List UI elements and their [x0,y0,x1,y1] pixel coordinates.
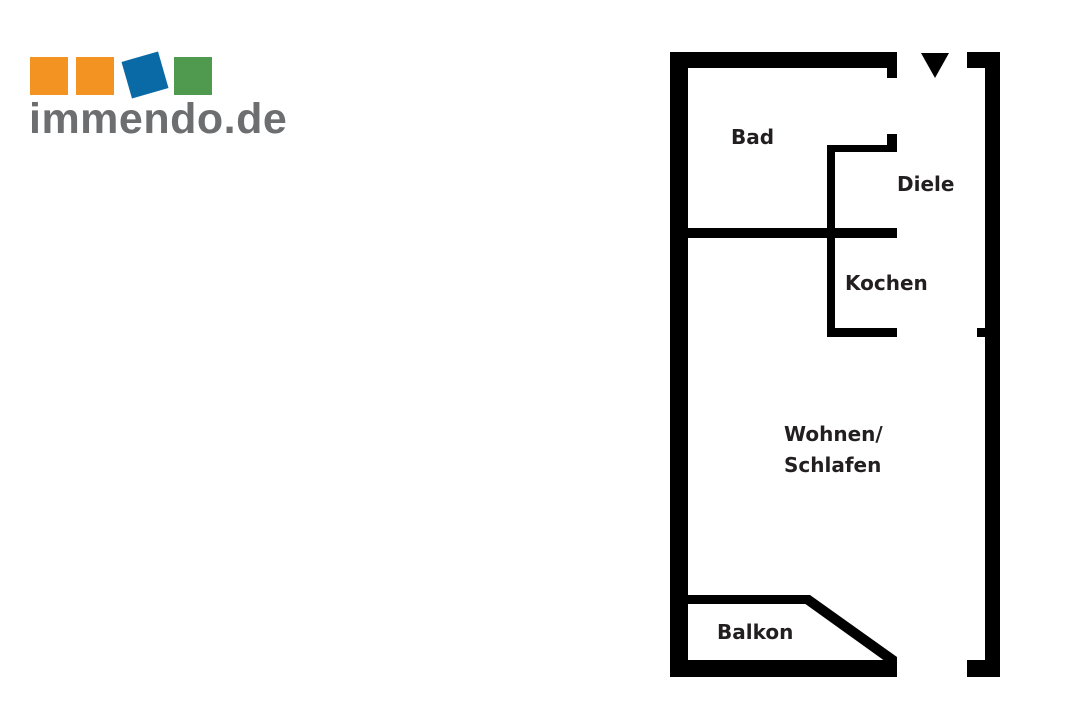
logo-text: immendo.de [29,95,288,143]
room-label-diele: Diele [897,172,954,196]
room-label-balkon: Balkon [717,620,793,644]
wall-bad-wohnen [688,228,897,238]
logo-square-orange-2 [76,57,114,95]
wall-stub-door-top [887,52,897,78]
wall-top [670,52,897,68]
logo-square-green [174,57,212,95]
wall-outer-right [985,52,1000,677]
wall-bottom-right [967,660,1000,677]
logo-square-orange-1 [30,57,68,95]
wall-bottom [670,660,897,677]
wall-kitchen-vertical [827,145,835,337]
wall-outer-left [670,52,688,677]
wall-kitchen-bottom [827,328,897,337]
room-label-wohnen: Wohnen/ [784,422,883,446]
room-label-schlafen: Schlafen [784,453,881,477]
wall-stub-right [977,328,987,337]
wall-stub-bad [887,134,897,151]
triangle-down-icon [921,53,949,78]
walls [670,52,1000,677]
wall-balkon-diagonal [804,595,897,664]
room-label-kochen: Kochen [845,271,928,295]
room-label-bad: Bad [731,125,774,149]
wall-bad-diele [827,145,897,152]
wall-balkon-top [688,595,808,604]
